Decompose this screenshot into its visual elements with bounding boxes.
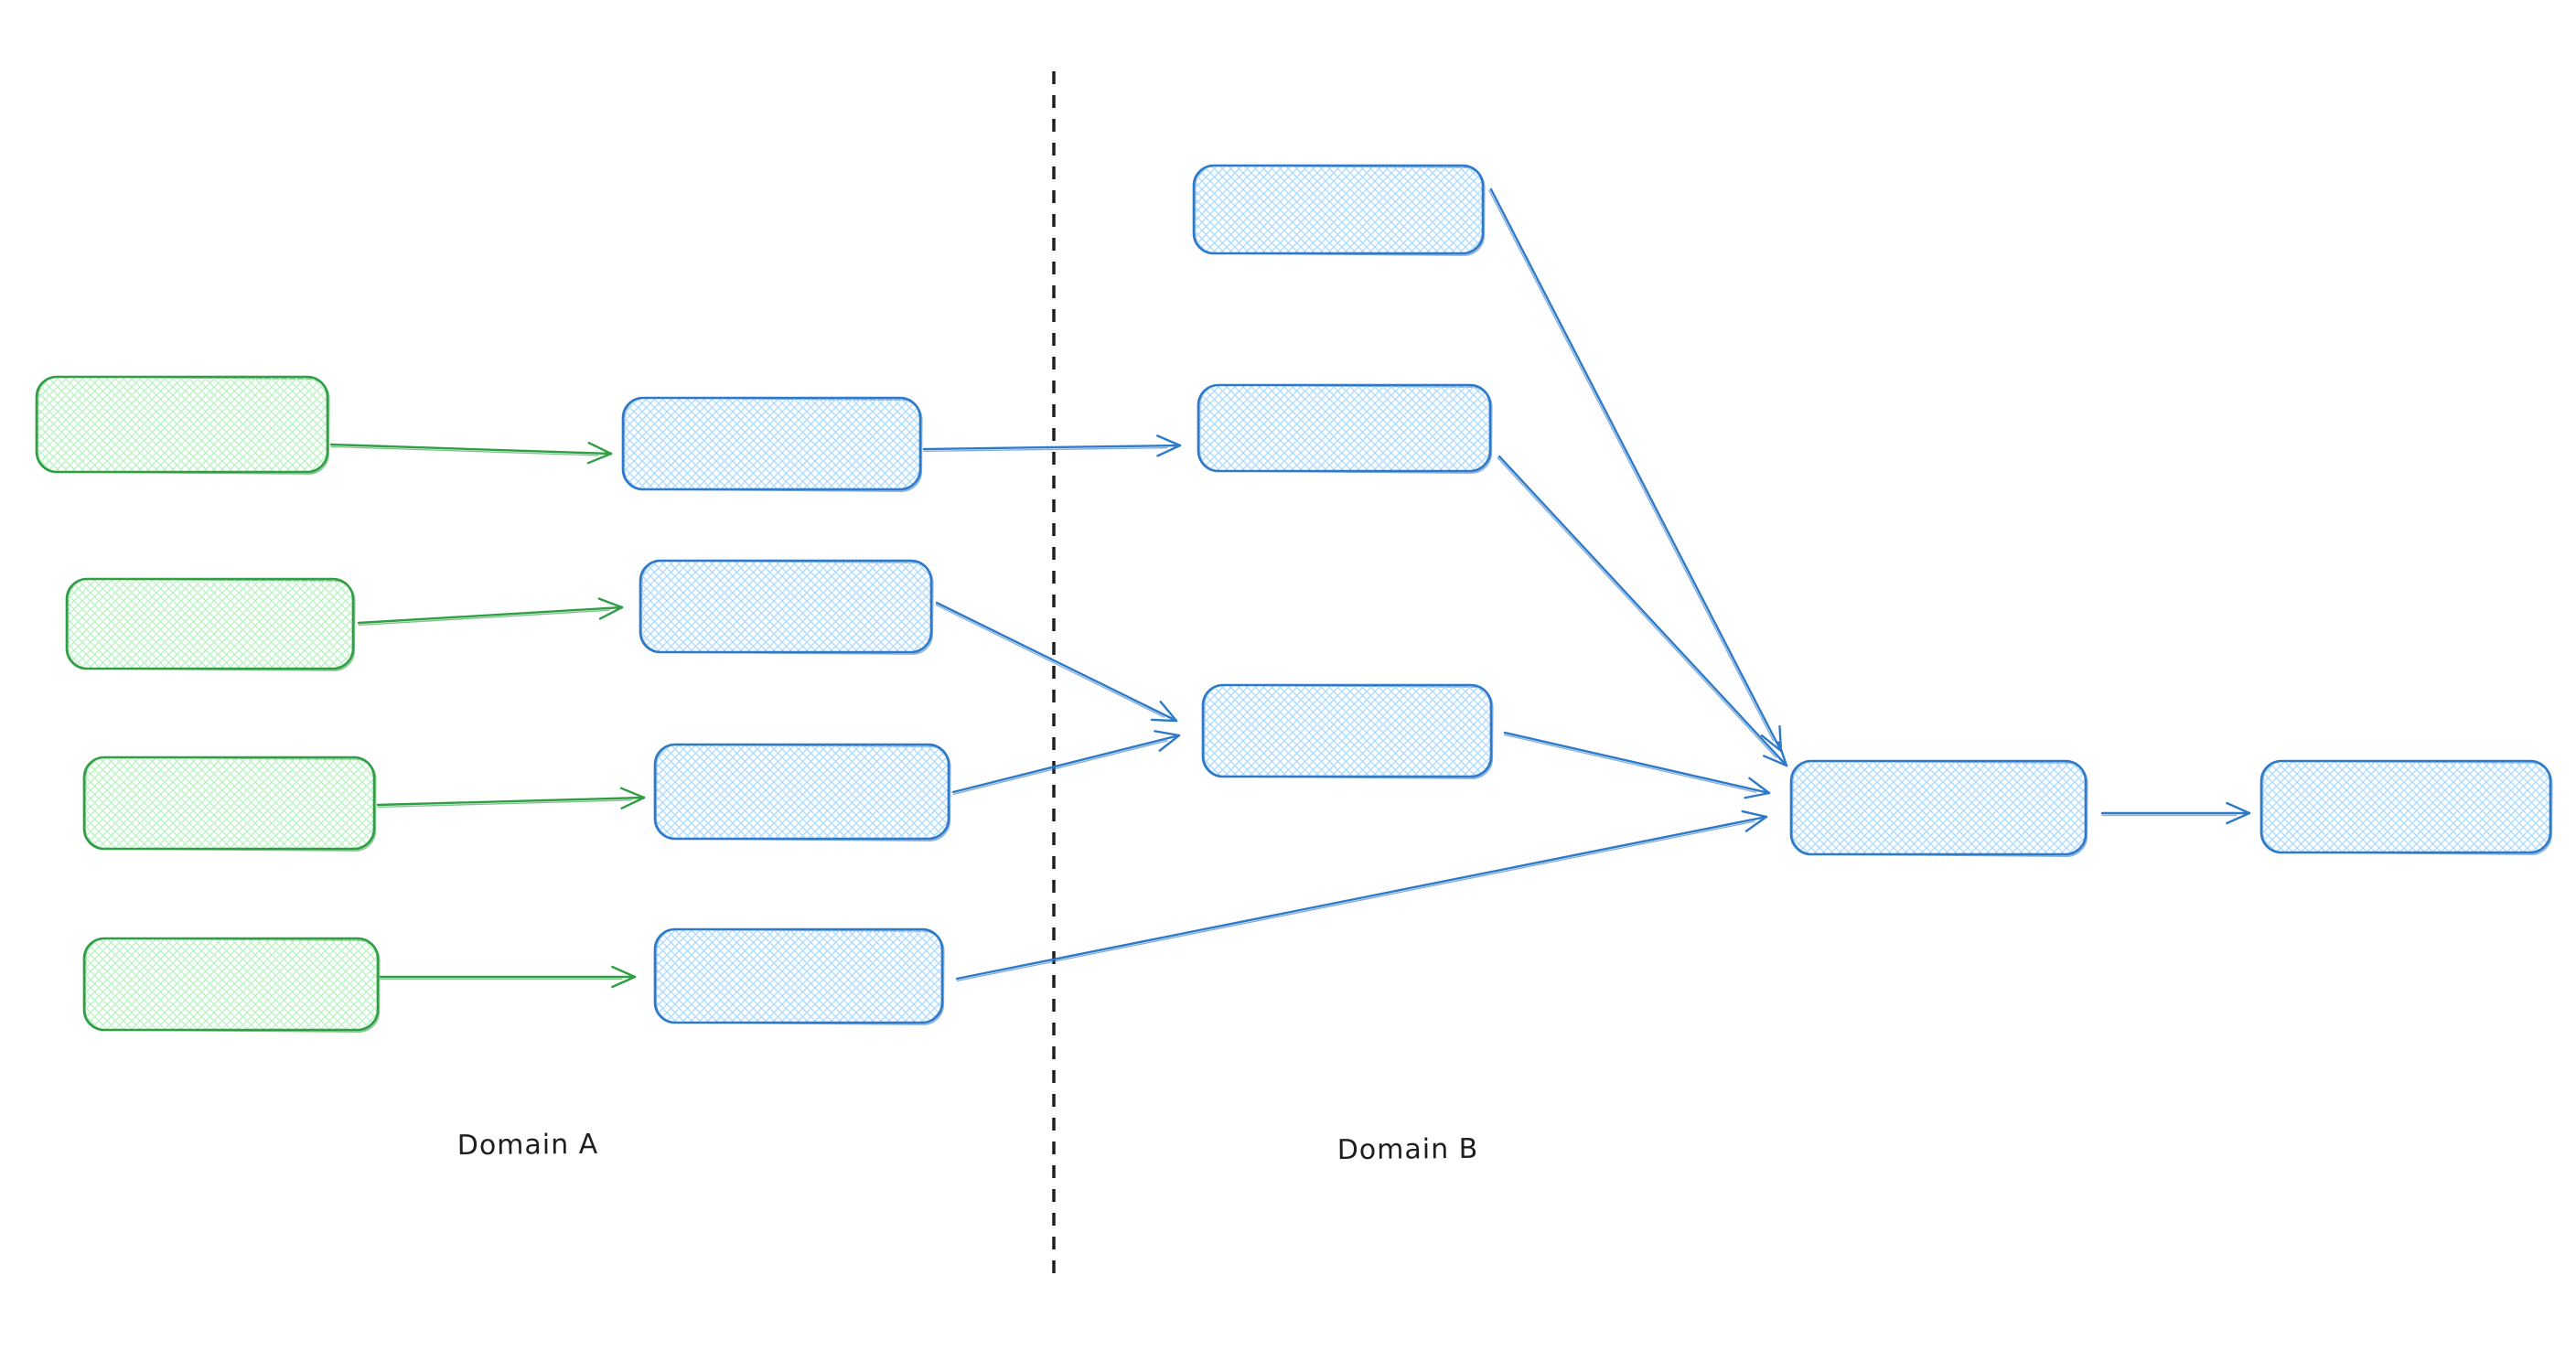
- node-green-1: [35, 375, 330, 475]
- node-green-2: [65, 577, 356, 671]
- arrow-green-4-to-blue-a4: [379, 965, 637, 989]
- node-blue-merge: [1789, 759, 2088, 857]
- arrow-blue-a3-to-blue-b3: [951, 730, 1181, 796]
- node-blue-a4: [653, 927, 945, 1025]
- node-blue-b1: [1192, 164, 1486, 256]
- node-green-3: [82, 756, 377, 852]
- node-blue-a3: [653, 743, 951, 841]
- domain-a-label: Domain A: [456, 1128, 599, 1163]
- node-blue-final: [2259, 759, 2553, 855]
- arrow-blue-b3-to-blue-merge: [1503, 731, 1771, 799]
- node-blue-a2: [639, 559, 934, 655]
- arrow-green-2-to-blue-a2: [357, 597, 624, 627]
- arrow-blue-a1-to-blue-b2: [922, 434, 1182, 457]
- domain-b-label: Domain B: [1336, 1132, 1479, 1167]
- arrow-blue-merge-to-blue-final: [2100, 801, 2251, 825]
- arrow-green-1-to-blue-a1: [329, 441, 613, 465]
- arrow-blue-b2-to-blue-merge: [1497, 455, 1788, 767]
- arrow-blue-a2-to-blue-b3: [935, 601, 1178, 723]
- arrow-green-3-to-blue-a3: [376, 787, 646, 809]
- node-blue-a1: [621, 396, 923, 492]
- arrow-blue-a4-to-blue-merge: [955, 809, 1768, 982]
- node-green-4: [82, 937, 381, 1033]
- node-blue-b3: [1201, 683, 1494, 779]
- node-blue-b2: [1197, 383, 1493, 474]
- arrow-blue-b1-to-blue-merge: [1488, 188, 1783, 753]
